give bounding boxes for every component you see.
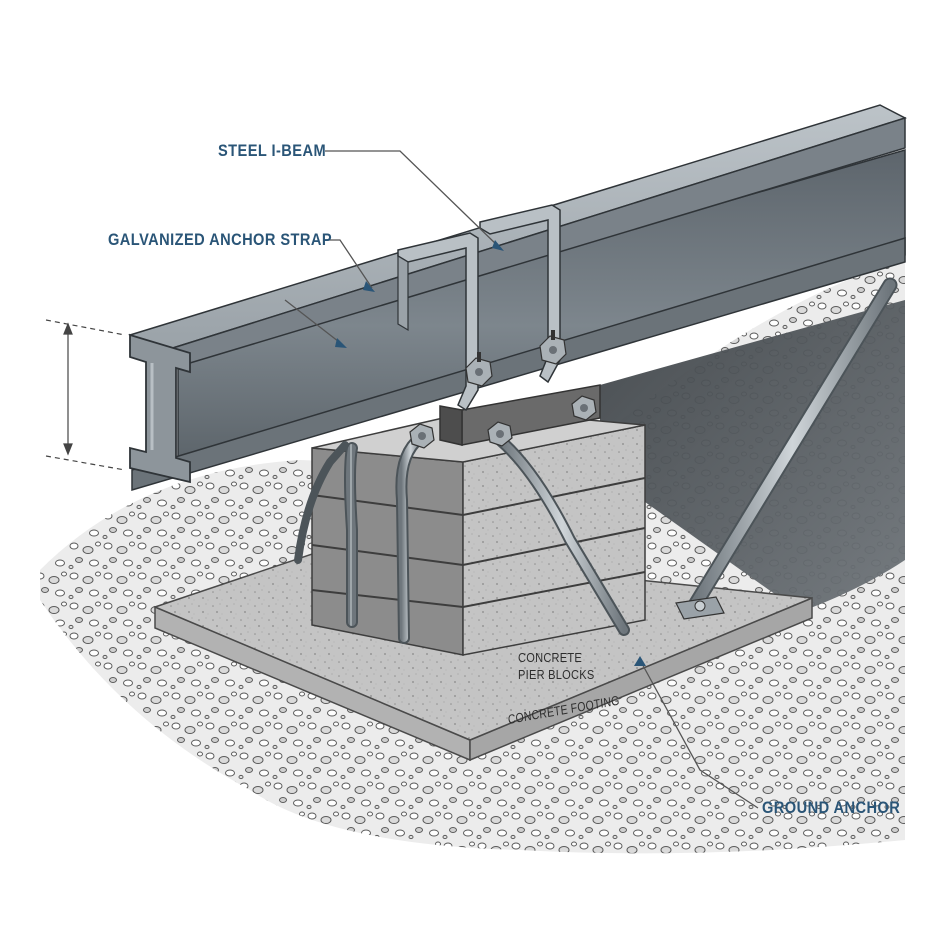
leader-ground-anchor [639, 659, 759, 809]
leader-ground-anchor-arrow [634, 656, 646, 666]
galvanized-anchor-straps [397, 204, 567, 412]
plate-nuts [409, 395, 597, 449]
leader-steel-i-beam-arrow [492, 240, 504, 251]
label-ground-anchor: GROUND ANCHOR [762, 798, 901, 817]
ground-anchor-rod [675, 277, 898, 620]
steel-i-beam [128, 104, 907, 492]
leader-anchor-strap [325, 239, 373, 289]
leader-anchor-strap-arrow [363, 281, 375, 292]
label-concrete-pier-blocks-line1: CONCRETE [518, 650, 583, 665]
leader-beam-web [284, 299, 344, 346]
label-concrete-pier-blocks-line2: PIER BLOCKS [518, 667, 595, 682]
label-galvanized-anchor-strap: GALVANIZED ANCHOR STRAP [108, 230, 333, 249]
leader-lines [284, 150, 759, 809]
leader-steel-i-beam [325, 150, 501, 249]
concrete-pier-blocks [311, 409, 646, 656]
beam-height-dimension [45, 319, 126, 471]
label-steel-i-beam: STEEL I-BEAM [218, 141, 327, 160]
